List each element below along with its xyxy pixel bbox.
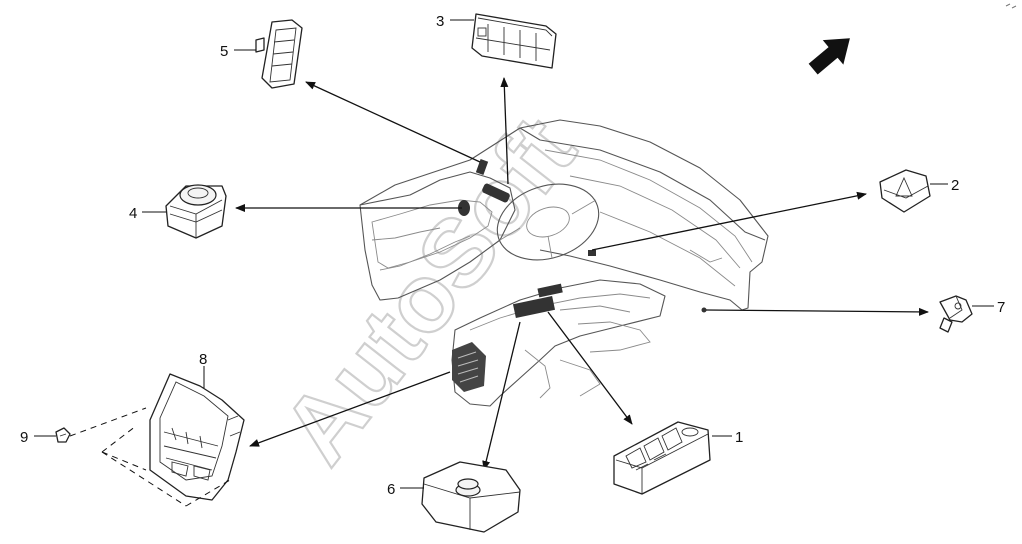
arrow-lines: [235, 77, 929, 471]
forward-arrow-icon: [808, 38, 850, 75]
part-5-vertical-switch: [255, 19, 303, 89]
callout-3: 3: [436, 13, 474, 30]
callout-1: 1: [712, 429, 743, 446]
callout-1-label: 1: [735, 429, 743, 446]
callout-4: 4: [129, 205, 166, 222]
part-1-window-switch: [613, 421, 711, 495]
callout-5: 5: [220, 43, 256, 60]
callout-6-label: 6: [387, 481, 395, 498]
callout-9: 9: [20, 429, 56, 446]
part-3-switch-bank: [471, 13, 557, 69]
part-6-mirror-switch: [421, 461, 521, 533]
callout-5-label: 5: [220, 43, 228, 60]
part-9-screw: [55, 427, 71, 443]
part-2-hazard-switch: [879, 169, 931, 213]
callout-7: 7: [972, 299, 1005, 316]
callout-8: 8: [199, 351, 207, 388]
part-4-push-switch: [165, 184, 227, 239]
callout-3-label: 3: [436, 13, 444, 30]
part-8-center-panel: [149, 373, 245, 501]
callout-2: 2: [930, 177, 959, 194]
corner-mark: [1005, 3, 1017, 9]
callout-9-label: 9: [20, 429, 28, 446]
vehicle-interior-outline: [359, 119, 769, 407]
callout-6: 6: [387, 481, 424, 498]
callout-2-label: 2: [951, 177, 959, 194]
part-7-sensor: [939, 295, 973, 333]
screw-guide-dashes: [69, 407, 231, 507]
callout-8-label: 8: [199, 351, 207, 368]
callout-7-label: 7: [997, 299, 1005, 316]
callout-4-label: 4: [129, 205, 137, 222]
